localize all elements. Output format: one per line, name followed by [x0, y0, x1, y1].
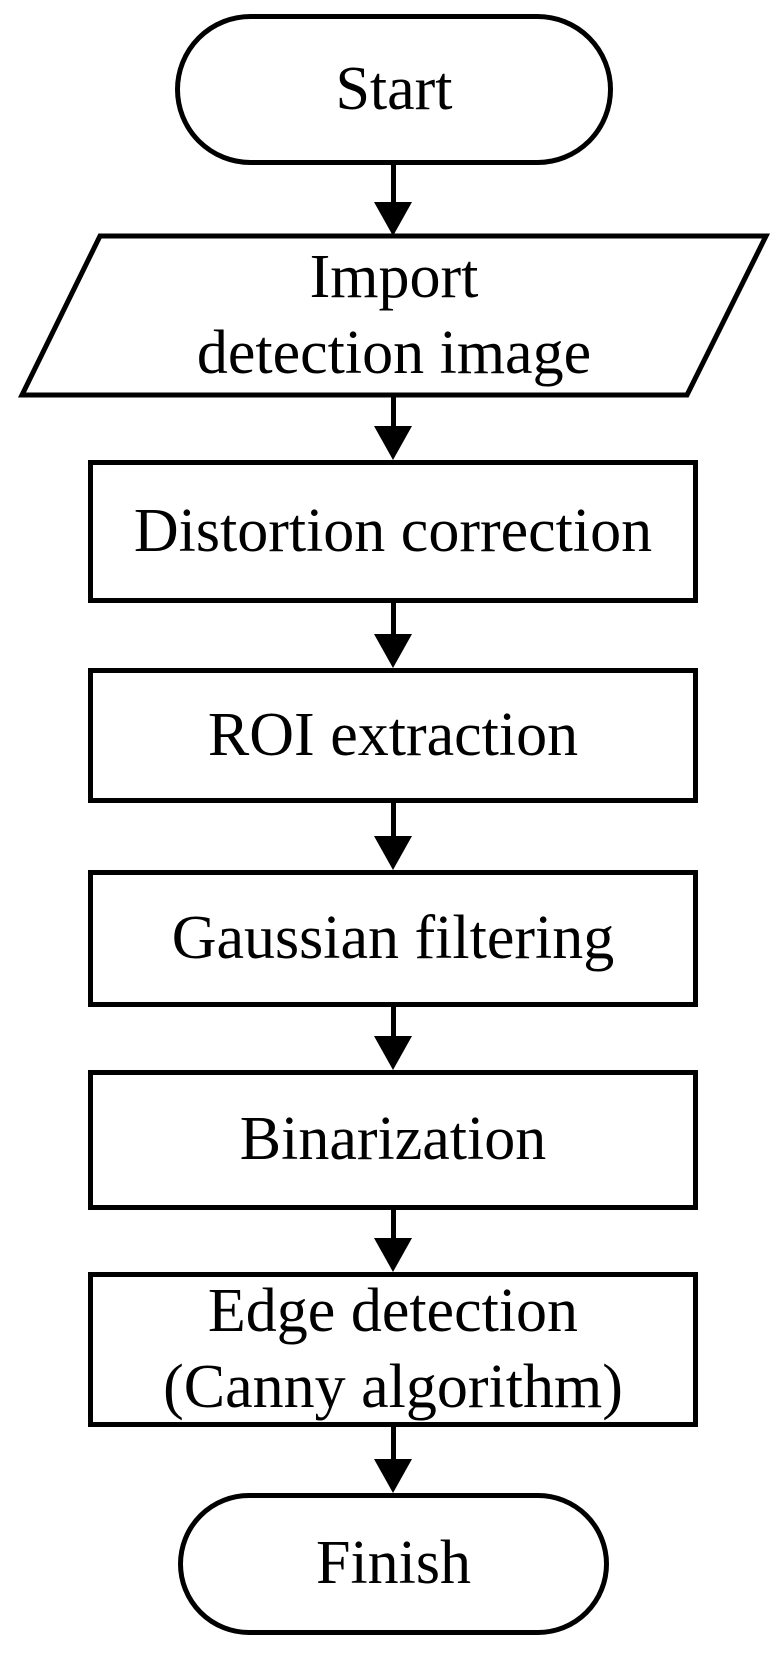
node-distortion-correction-label: Distortion correction — [133, 496, 653, 565]
arrow-start-to-import — [374, 163, 412, 236]
arrow-distortion-to-roi — [374, 601, 412, 668]
arrow-stem — [391, 601, 396, 637]
arrow-stem — [391, 1208, 396, 1241]
arrow-import-to-distortion — [374, 393, 412, 460]
node-edge-detection-label-line2: (Canny algorithm) — [163, 1352, 623, 1421]
node-gaussian-filtering: Gaussian filtering — [88, 870, 698, 1007]
arrow-stem — [391, 801, 396, 839]
node-start-label: Start — [335, 54, 453, 123]
arrowhead-down-icon — [374, 836, 412, 870]
arrow-stem — [391, 1005, 396, 1039]
arrow-binarization-to-edge — [374, 1208, 412, 1272]
arrow-edge-to-finish — [374, 1425, 412, 1493]
parallelogram-outline — [17, 233, 771, 398]
arrow-gaussian-to-binarization — [374, 1005, 412, 1070]
node-edge-detection-label-line1: Edge detection — [207, 1276, 579, 1345]
node-binarization-label: Binarization — [239, 1105, 547, 1174]
arrow-stem — [391, 393, 396, 429]
node-binarization: Binarization — [88, 1070, 698, 1210]
node-import-label-line2: detection image — [196, 319, 592, 387]
arrowhead-down-icon — [374, 426, 412, 460]
node-gaussian-filtering-label: Gaussian filtering — [171, 903, 615, 972]
node-edge-detection: Edge detection (Canny algorithm) — [88, 1272, 698, 1427]
node-roi-extraction: ROI extraction — [88, 668, 698, 803]
node-import-label-line1: Import — [309, 243, 479, 312]
arrowhead-down-icon — [374, 1459, 412, 1493]
arrowhead-down-icon — [374, 1036, 412, 1070]
node-distortion-correction: Distortion correction — [88, 460, 698, 603]
arrow-stem — [391, 163, 396, 205]
node-start: Start — [175, 14, 613, 165]
node-finish: Finish — [178, 1493, 609, 1635]
arrow-roi-to-gaussian — [374, 801, 412, 870]
node-import-label: Import detection image — [197, 240, 591, 391]
node-finish-label: Finish — [315, 1529, 472, 1598]
arrowhead-down-icon — [374, 634, 412, 668]
arrowhead-down-icon — [374, 1238, 412, 1272]
node-import-detection-image: Import detection image — [15, 230, 773, 402]
arrowhead-down-icon — [374, 202, 412, 236]
arrow-stem — [391, 1425, 396, 1462]
node-roi-extraction-label: ROI extraction — [207, 700, 579, 769]
node-edge-detection-label: Edge detection (Canny algorithm) — [163, 1274, 623, 1425]
parallelogram-shape — [17, 233, 771, 398]
